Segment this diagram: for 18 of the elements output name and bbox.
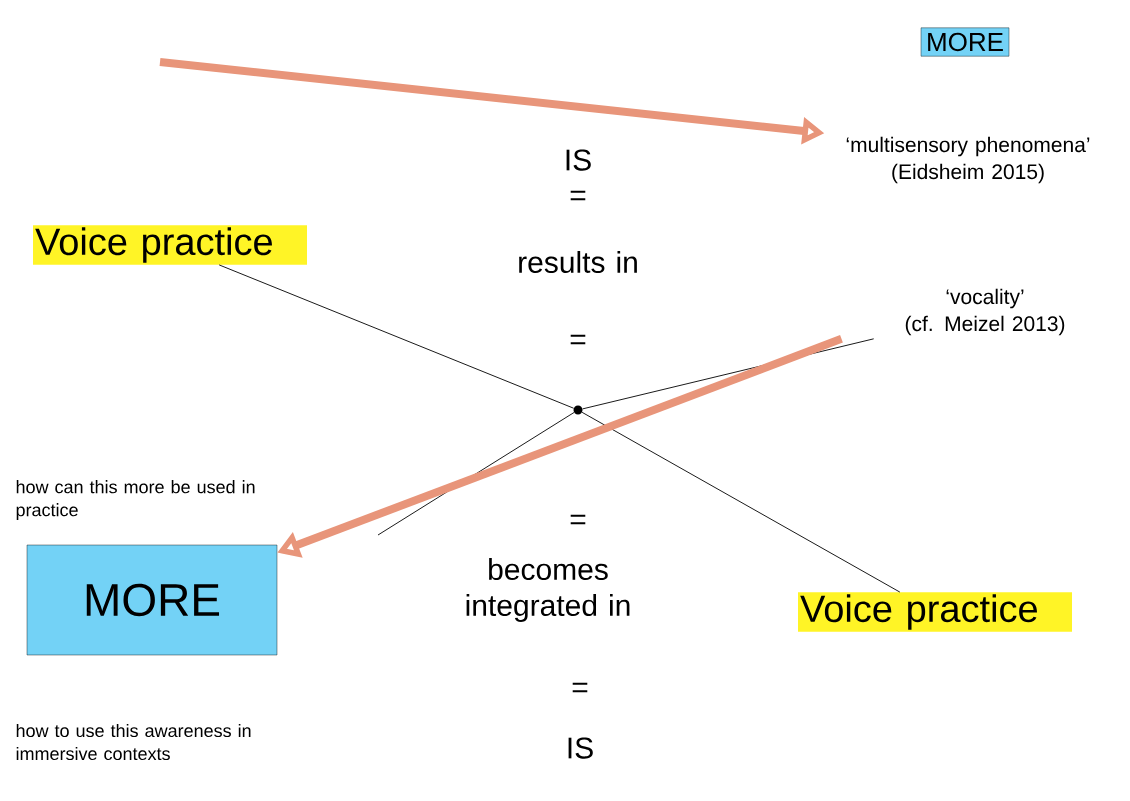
label-text: IS [568, 737, 593, 759]
label-text: IS [566, 149, 591, 171]
label-text: = [570, 514, 586, 525]
quote-text: ‘multisensory phenomena’ (Eidsheim 2015) [846, 136, 1090, 184]
label-text: becomes integrated in [466, 558, 630, 622]
label-text: = [572, 682, 588, 693]
highlighted-box: MORE [26, 544, 278, 656]
highlighted-label: MORE [920, 27, 1010, 57]
line [581, 411, 901, 593]
note-text: how can this more be used in practice [16, 480, 255, 520]
label-text: = [570, 190, 586, 201]
line [218, 264, 575, 409]
quote-text: ‘vocality’ (cf. Meizel 2013) [905, 288, 1065, 336]
label-text: = [570, 334, 586, 345]
highlighted-text: Voice practice [798, 592, 1072, 632]
note-text: how to use this awareness in immersive contexts [16, 723, 251, 761]
label-text: results in [519, 251, 637, 274]
highlighted-text: Voice practice [33, 225, 307, 265]
